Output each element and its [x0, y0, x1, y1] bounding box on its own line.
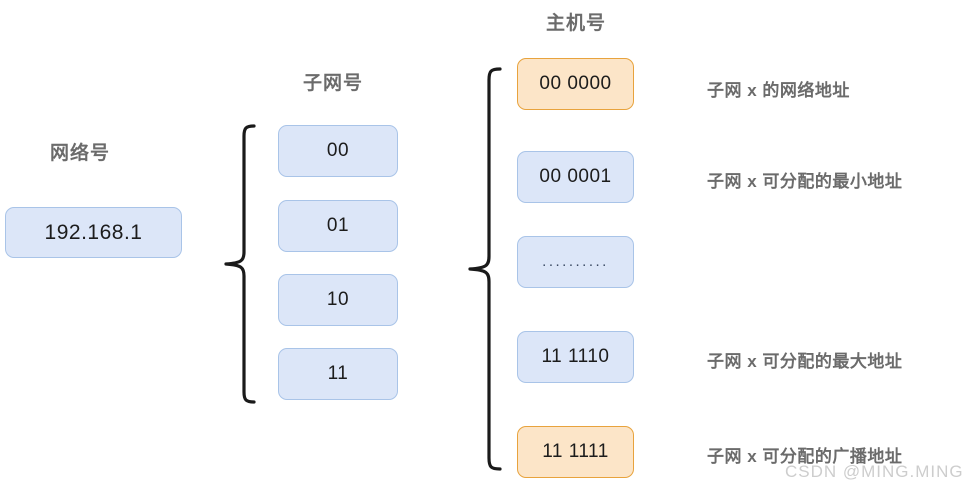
subnet-box-2: 10	[278, 274, 398, 326]
column-title-subnet: 子网号	[303, 73, 364, 94]
annotation-min-address: 子网 x 可分配的最小地址	[707, 172, 903, 191]
host-box-0: 00 0000	[517, 58, 634, 110]
watermark: CSDN @MING.MING	[785, 462, 964, 481]
network-box-0: 192.168.1	[5, 207, 182, 258]
annotation-broadcast-address: 子网 x 可分配的广播地址	[707, 447, 903, 466]
subnet-box-0: 00	[278, 125, 398, 177]
host-box-4: 11 1111	[517, 426, 634, 478]
brace-host	[468, 67, 502, 471]
host-box-2: ..........	[517, 236, 634, 288]
annotation-network-address: 子网 x 的网络地址	[707, 81, 850, 100]
host-box-1: 00 0001	[517, 151, 634, 203]
column-title-host: 主机号	[546, 13, 607, 34]
host-box-2-ellipsis: ..........	[542, 252, 609, 270]
subnet-box-3: 11	[278, 348, 398, 400]
annotation-max-address: 子网 x 可分配的最大地址	[707, 352, 903, 371]
column-title-network: 网络号	[50, 143, 111, 164]
brace-subnet	[224, 124, 256, 404]
subnet-box-1: 01	[278, 200, 398, 252]
host-box-3: 11 1110	[517, 331, 634, 383]
